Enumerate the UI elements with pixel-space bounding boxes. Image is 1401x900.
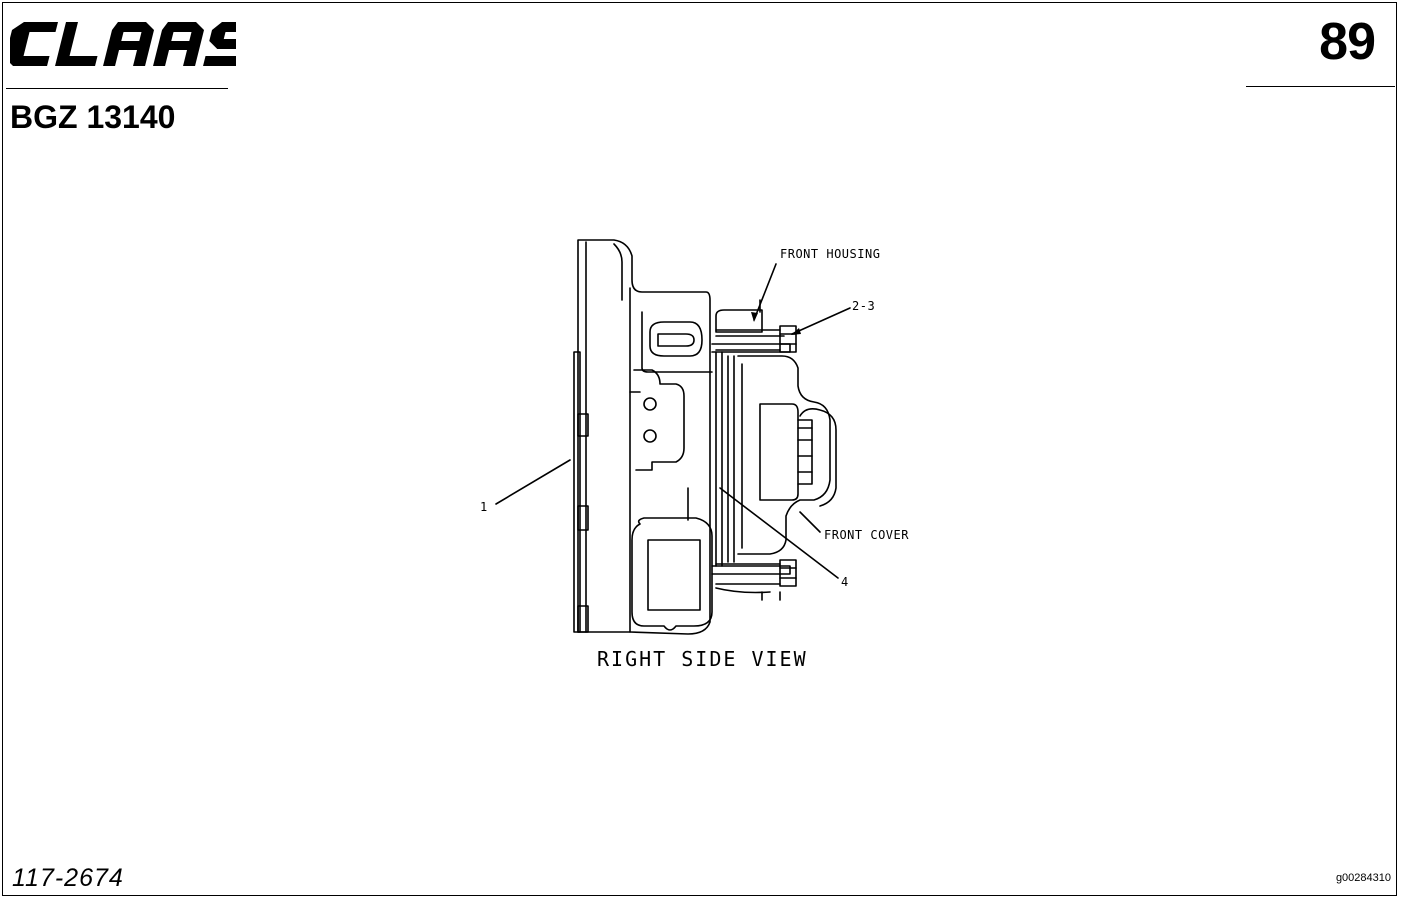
logo-underline (6, 88, 228, 89)
lower-port (631, 487, 713, 631)
claas-logo (10, 22, 236, 66)
front-cover (737, 355, 837, 555)
part-number: 117-2674 (12, 864, 124, 892)
label-callout-1: 1 (480, 500, 488, 514)
upper-bolt (715, 325, 797, 353)
leader-4 (719, 487, 839, 579)
label-callout-2-3: 2-3 (852, 299, 875, 313)
oil-port-boss (641, 311, 713, 373)
view-caption: RIGHT SIDE VIEW (597, 647, 808, 671)
leader-2-3 (791, 307, 851, 335)
page-number-underline (1246, 86, 1395, 87)
lower-bolt (715, 559, 797, 594)
document-code: BGZ 13140 (10, 99, 176, 135)
label-front-housing: FRONT HOUSING (780, 247, 880, 261)
left-flange (573, 351, 589, 633)
label-callout-4: 4 (841, 575, 849, 589)
mounting-boss (629, 369, 685, 471)
page-number: 89 (1319, 13, 1376, 71)
label-front-cover: FRONT COVER (824, 528, 909, 542)
leader-1 (495, 459, 571, 505)
engine-block-outline (577, 239, 711, 635)
leader-front-housing (753, 263, 777, 321)
image-id: g00284310 (1335, 872, 1391, 884)
front-housing-plate (711, 309, 791, 575)
leader-front-cover (799, 511, 821, 533)
